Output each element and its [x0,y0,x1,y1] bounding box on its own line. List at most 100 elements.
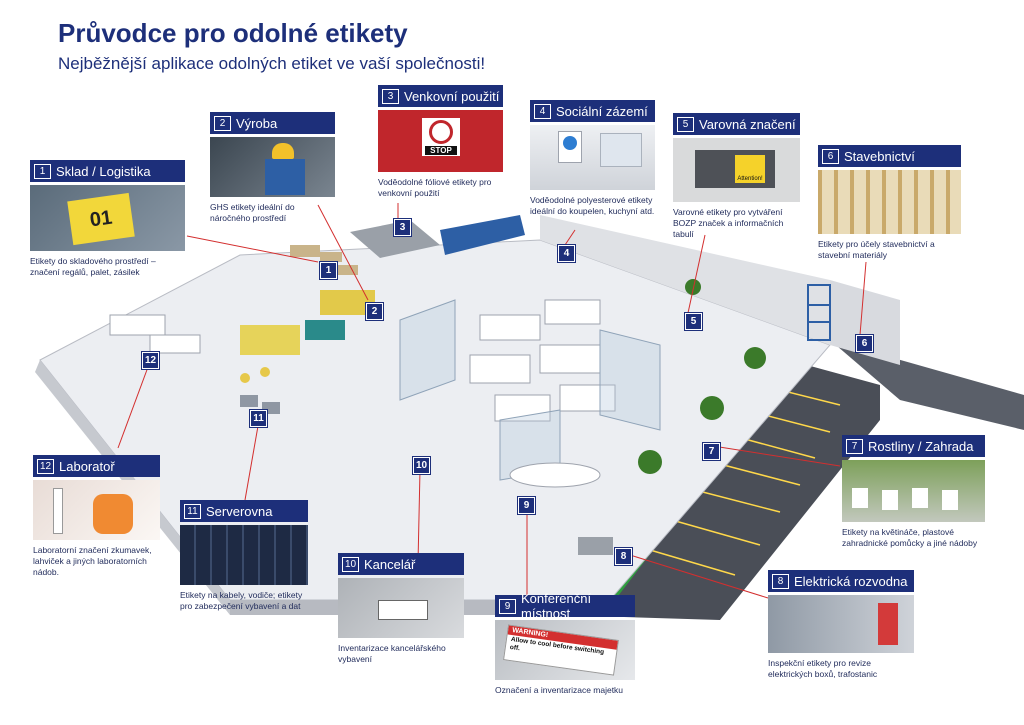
callout-title: Serverovna [206,503,273,519]
attention-label: Attention! [735,155,765,183]
callout-title: Varovná značení [699,116,796,132]
map-marker-11[interactable]: 11 [250,410,267,427]
test-tube-icon [53,488,63,534]
map-marker-10[interactable]: 10 [413,457,430,474]
warehouse-photo: 01 [30,185,185,251]
map-marker-1[interactable]: 1 [320,262,337,279]
callout-number: 11 [184,503,201,519]
callout-description: Označení a inventarizace majetku [495,685,624,695]
scaffold [807,284,831,341]
callout-header: 4 Sociální zázemí [530,100,655,122]
server-area [240,395,280,414]
mandatory-sign-icon [563,136,577,150]
asset-tag-icon [378,600,428,620]
safety-sign [558,131,582,163]
callout-number: 6 [822,148,839,164]
leader-lines [117,203,867,599]
callout-description: Inventarizace kancelářského vybavení [338,643,446,664]
conference-photo: WARNING! Allow to cool before switching … [495,620,635,680]
glass-partitions [399,299,661,481]
conference-table [509,462,601,488]
bathroom-photo [530,125,655,190]
map-marker-3[interactable]: 3 [394,219,411,236]
flower-pot-icon [852,488,868,508]
callout-number: 8 [772,573,789,589]
callout-header: 9 Konferenční místnost [495,591,635,621]
callout-title: Elektrická rozvodna [794,573,908,589]
map-marker-9[interactable]: 9 [518,497,535,514]
callout-warehouse: 1 Sklad / Logistika 01 Etikety do skladov… [30,160,185,278]
electrical-box [578,537,613,555]
warning-photo: Attention! [673,138,800,202]
callout-description: Etikety do skladového prostředí – značen… [30,256,156,277]
callout-number: 2 [214,115,231,131]
callout-number: 5 [677,116,694,132]
outdoor-photo: STOP [378,110,503,172]
lab-photo [33,480,160,540]
rear-wall [540,215,830,345]
callout-conference: 9 Konferenční místnost WARNING! Allow to … [495,591,635,696]
mirror-icon [600,133,642,167]
callout-number: 12 [37,458,54,474]
office-photo [338,578,464,638]
map-marker-12[interactable]: 12 [142,352,159,369]
callout-title: Sociální zázemí [556,103,648,119]
callout-number: 7 [846,438,863,454]
callout-description: Voděodolné polyesterové etikety ideální … [530,195,655,216]
flower-pot-icon [912,488,928,508]
production-photo [210,137,335,197]
power-socket-icon [878,603,898,645]
callout-header: 8 Elektrická rozvodna [768,570,914,592]
construction-photo [818,170,961,234]
stop-text: STOP [425,146,457,155]
map-marker-7[interactable]: 7 [703,443,720,460]
production-area [240,290,375,383]
no-entry-icon [429,120,453,144]
map-marker-4[interactable]: 4 [558,245,575,262]
callout-title: Sklad / Logistika [56,163,151,179]
flower-pot-icon [882,490,898,510]
garden-photo [842,460,985,522]
callout-header: 11 Serverovna [180,500,308,522]
page-subtitle: Nejběžnější aplikace odolných etiket ve … [58,54,486,73]
callout-title: Venkovní použití [404,88,500,104]
road [830,340,1024,430]
hard-hat-icon [272,143,294,159]
server-photo [180,525,308,585]
callout-title: Stavebnictví [844,148,915,164]
page-title: Průvodce pro odolné etikety [58,18,408,48]
substation-photo [768,595,914,653]
callout-number: 9 [499,598,516,614]
map-marker-8[interactable]: 8 [615,548,632,565]
callout-number: 4 [534,103,551,119]
callout-description: Etikety na kabely, vodiče; etikety pro z… [180,590,303,611]
callout-server-room: 11 Serverovna Etikety na kabely, vodiče; … [180,500,308,612]
callout-header: 1 Sklad / Logistika [30,160,185,182]
callout-header: 5 Varovná značení [673,113,800,135]
office-desks [469,299,616,422]
callout-number: 1 [34,163,51,179]
callout-facilities: 4 Sociální zázemí Voděodolné polyesterové… [530,100,655,217]
callout-title: Konferenční místnost [521,591,592,621]
electrical-panel: Attention! [695,150,775,188]
rear-wall-right [830,280,900,365]
map-marker-5[interactable]: 5 [685,313,702,330]
map-marker-2[interactable]: 2 [366,303,383,320]
trees [638,279,766,474]
callout-description: Laboratorní značení zkumavek, lahviček a… [33,545,152,577]
warehouse-racks [290,245,358,275]
map-marker-6[interactable]: 6 [856,335,873,352]
shelf-label: 01 [67,192,135,246]
